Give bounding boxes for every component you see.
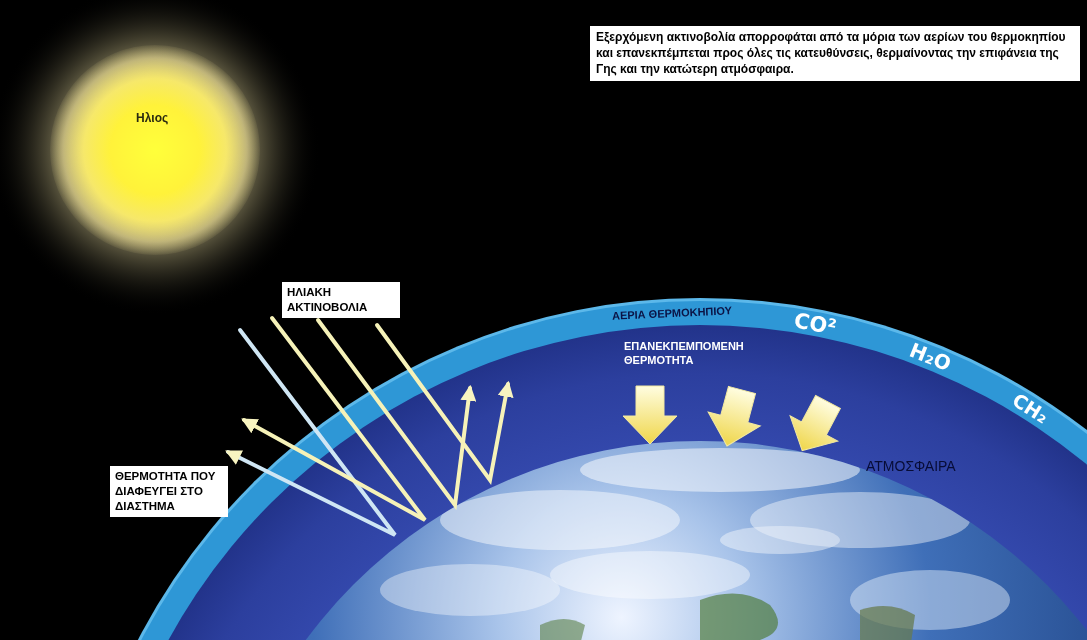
sun-label: Ηλιος — [136, 111, 168, 125]
box-text: ΗΛΙΑΚΗ ΑΚΤΙΝΟΒΟΛΙΑ — [287, 285, 395, 315]
heat-label: ΕΠΑΝΕΚΠΕΜΠΟΜΕΝΗ ΘΕΡΜΟΤΗΤΑ — [624, 340, 764, 368]
atmosphere-label: ΑΤΜΟΣΦΑΙΡΑ — [866, 458, 956, 476]
label-box: ΗΛΙΑΚΗ ΑΚΤΙΝΟΒΟΛΙΑ — [282, 282, 400, 318]
band-label: ΑΕΡΙΑ ΘΕΡΜΟΚΗΠΙΟΥ — [612, 304, 733, 323]
note-box: Εξερχόμενη ακτινοβολία απορροφάται από τ… — [590, 26, 1080, 81]
gas-formula: CO² — [792, 307, 839, 341]
box-text: ΘΕΡΜΟΤΗΤΑ ΠΟΥ ΔΙΑΦΕΥΓΕΙ ΣΤΟ ΔΙΑΣΤΗΜΑ — [115, 469, 223, 514]
box-text: Εξερχόμενη ακτινοβολία απορροφάται από τ… — [596, 29, 1074, 78]
gas-formula: H₂O — [906, 338, 955, 377]
gas-formula: CH₂ — [1008, 388, 1053, 428]
sun-circle: Ηλιος — [50, 45, 260, 255]
label-box: ΘΕΡΜΟΤΗΤΑ ΠΟΥ ΔΙΑΦΕΥΓΕΙ ΣΤΟ ΔΙΑΣΤΗΜΑ — [110, 466, 228, 517]
